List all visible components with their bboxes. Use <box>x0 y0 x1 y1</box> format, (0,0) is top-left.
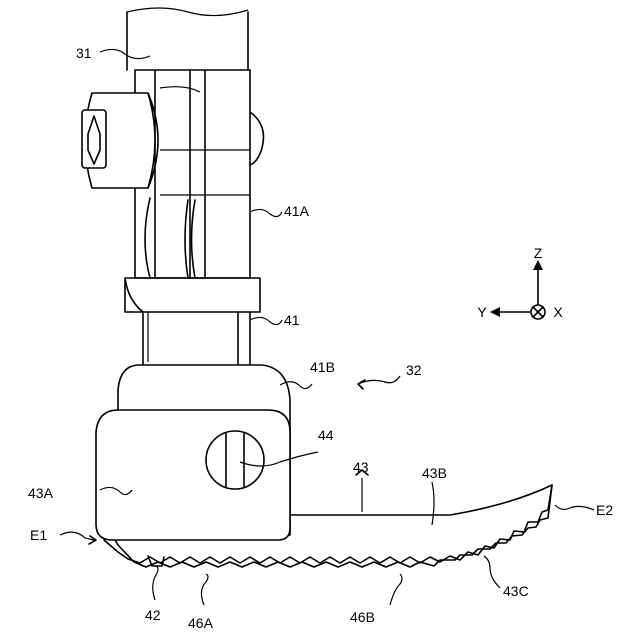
axis-z-label: Z <box>534 245 543 261</box>
label-43a: 43A <box>28 485 54 501</box>
label-e2: E2 <box>596 502 613 518</box>
link-41 <box>125 278 260 365</box>
label-42: 42 <box>145 607 161 623</box>
label-43b: 43B <box>422 465 447 481</box>
label-43c: 43C <box>503 583 529 599</box>
label-46a: 46A <box>188 615 214 631</box>
label-e1: E1 <box>30 527 47 543</box>
axis-x-label: X <box>553 304 563 320</box>
clamp-body <box>135 70 264 278</box>
label-44: 44 <box>318 427 334 443</box>
axis-y-label: Y <box>477 304 487 320</box>
label-43: 43 <box>353 459 369 475</box>
socket-screw-head <box>82 93 158 188</box>
label-46b: 46B <box>350 609 375 625</box>
label-41b: 41B <box>310 359 335 375</box>
label-31: 31 <box>76 45 92 61</box>
label-41a: 41A <box>284 203 310 219</box>
screw-44 <box>206 431 264 489</box>
axes-indicator: Z Y X <box>477 245 563 320</box>
label-41: 41 <box>284 312 300 328</box>
shaft-31 <box>127 8 248 70</box>
label-32: 32 <box>406 362 422 378</box>
